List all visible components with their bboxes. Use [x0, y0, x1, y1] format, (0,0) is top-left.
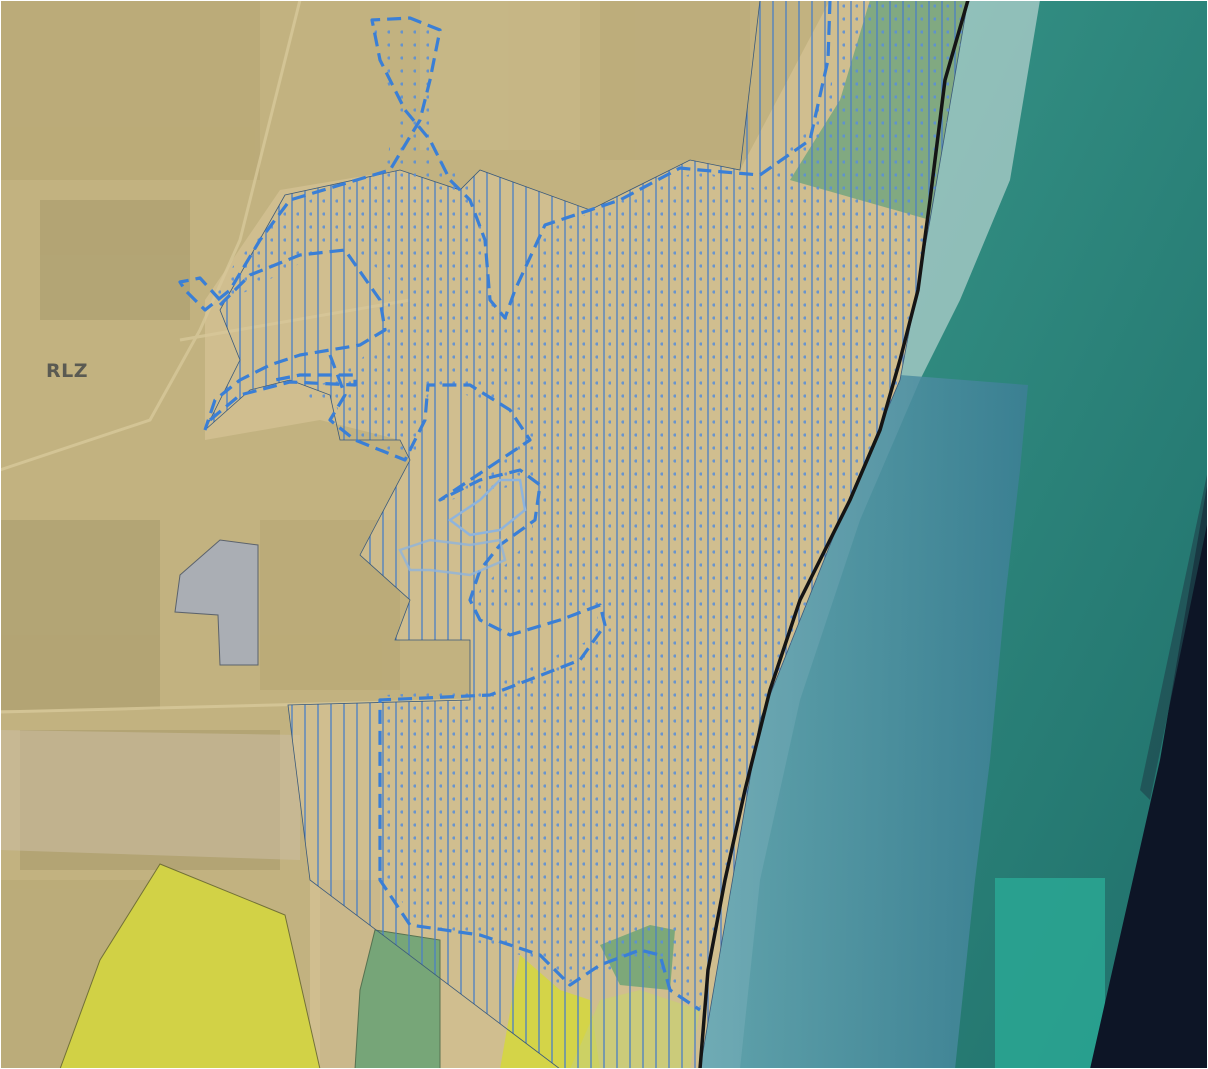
ocean [700, 0, 1208, 1069]
teal-block [995, 878, 1105, 1069]
dark-edge [1090, 480, 1208, 1069]
lake-boundary [398, 478, 527, 577]
dashed-boundary [178, 0, 832, 1012]
hatched-overlay [204, 0, 969, 1069]
surf-band [700, 0, 1040, 1069]
grey-zone [174, 539, 259, 666]
wave-tile [700, 375, 1028, 1069]
zone-label-rlz: RLZ [46, 360, 89, 382]
coastline [698, 0, 970, 1069]
river-bed [0, 730, 300, 860]
